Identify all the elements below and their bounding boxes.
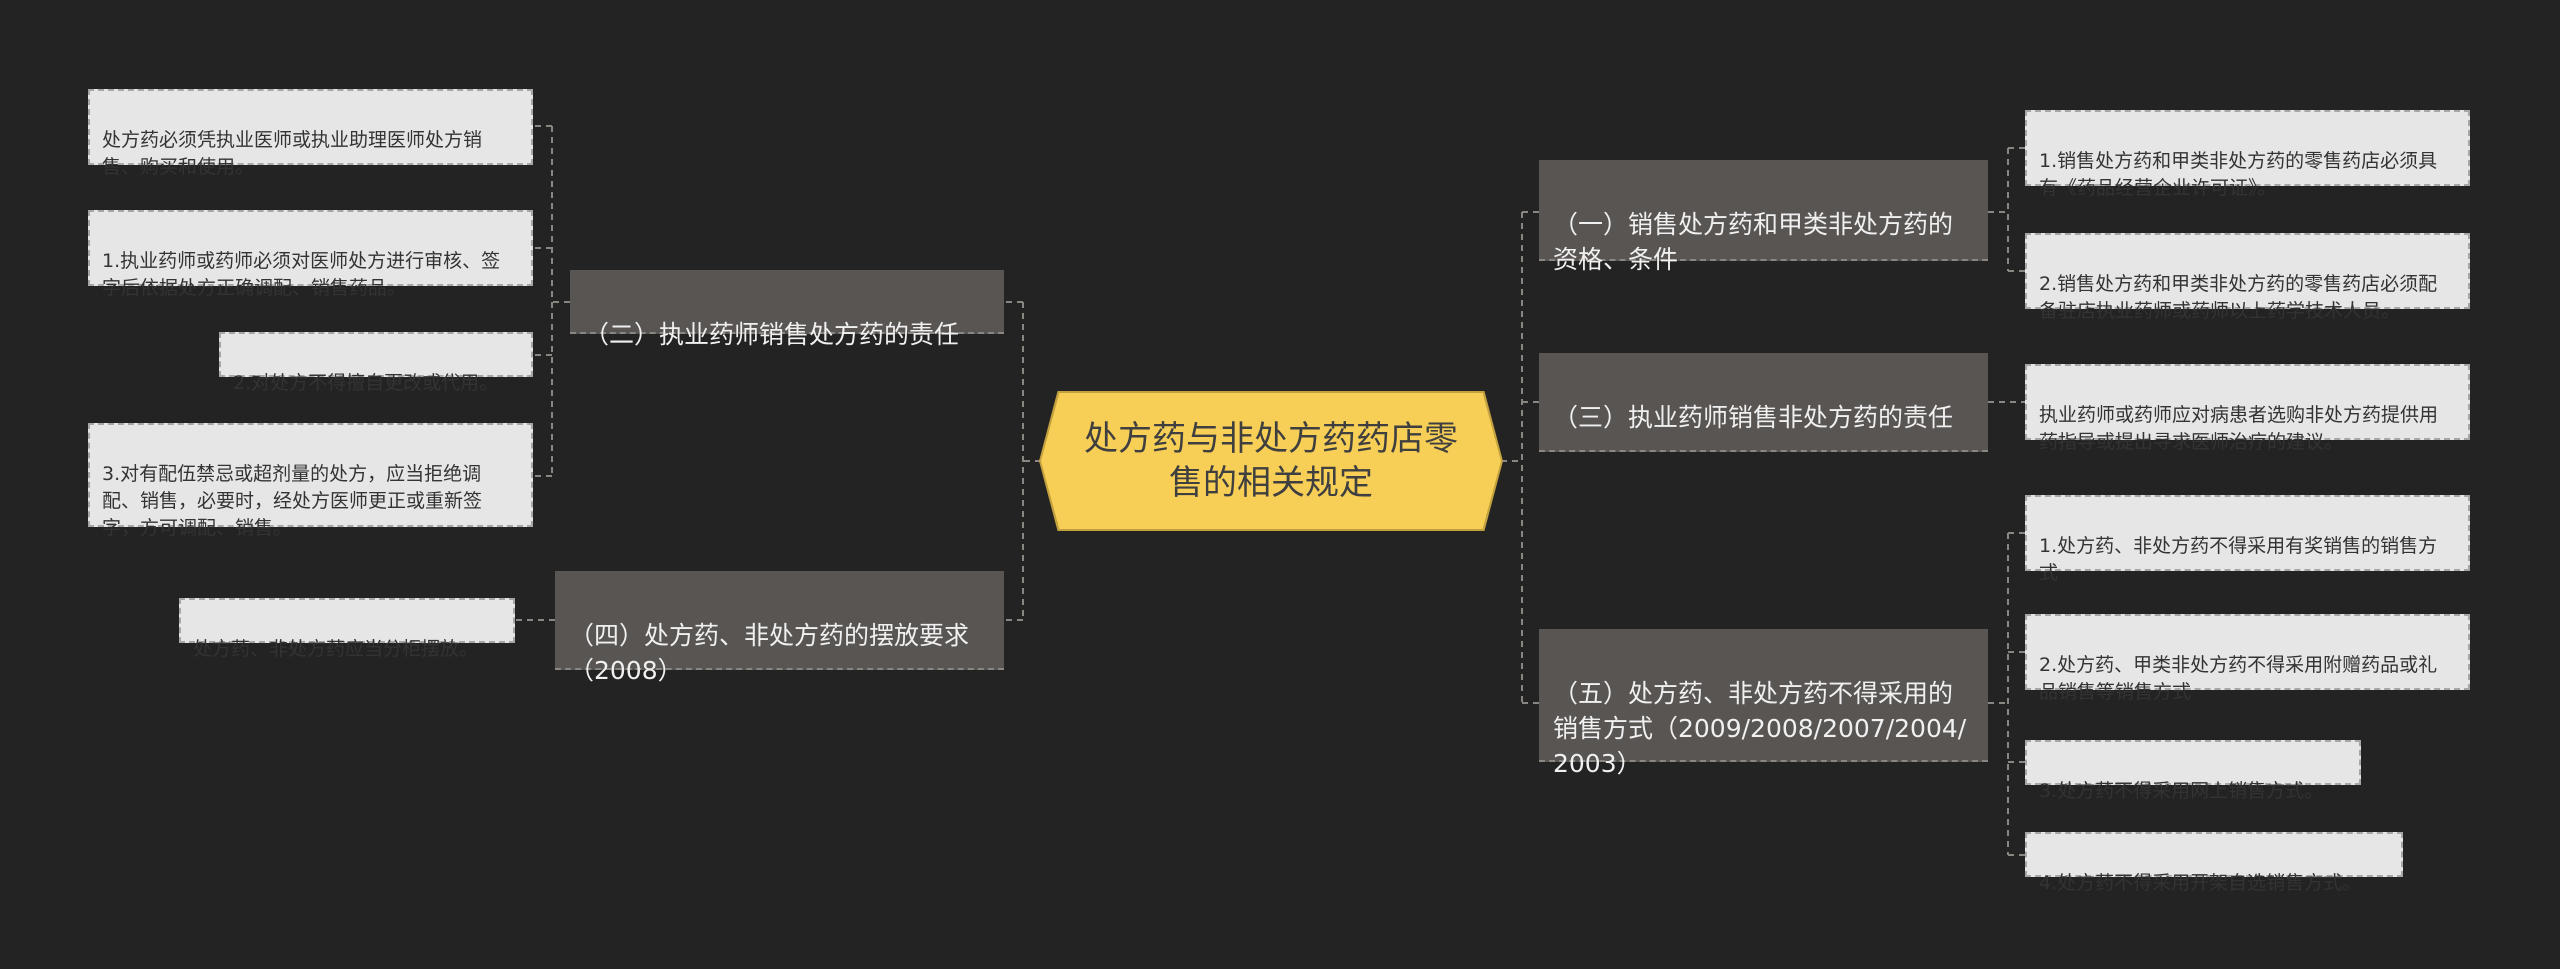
leaf-b4-1[interactable]: 处方药、非处方药应当分柜摆放。 (179, 598, 515, 660)
leaf-b1-1[interactable]: 1.销售处方药和甲类非处方药的零售药店必须具有《药品经营企业许可证》。 (2025, 110, 2470, 199)
branch-b4[interactable]: （四）处方药、非处方药的摆放要求（2008） (555, 571, 1004, 685)
leaf-b5-2-text: 2.处方药、甲类非处方药不得采用附赠药品或礼品销售等销售方式 (2039, 654, 2438, 703)
connector-b5-spine (1988, 533, 2009, 855)
leaf-b4-1-text: 处方药、非处方药应当分柜摆放。 (193, 638, 479, 660)
leaf-b1-2-text: 2.销售处方药和甲类非处方药的零售药店必须配备驻店执业药师或药师以上药学技术人员… (2039, 273, 2438, 322)
branch-b5[interactable]: （五）处方药、非处方药不得采用的销售方式（2009/2008/2007/2004… (1539, 629, 1988, 778)
leaf-b5-4[interactable]: 4.处方药不得采用开架自选销售方式。 (2025, 832, 2403, 894)
leaf-b2-2-text: 1.执业药师或药师必须对医师处方进行审核、签字后依据处方正确调配、销售药品。 (102, 250, 501, 299)
leaf-b5-1-text: 1.处方药、非处方药不得采用有奖销售的销售方式 (2039, 535, 2438, 584)
leaf-b5-3[interactable]: 3.处方药不得采用网上销售方式。 (2025, 740, 2361, 802)
leaf-b2-2[interactable]: 1.执业药师或药师必须对医师处方进行审核、签字后依据处方正确调配、销售药品。 (88, 210, 533, 299)
connector-b1-spine (1988, 148, 2009, 271)
branch-b1[interactable]: （一）销售处方药和甲类非处方药的资格、条件 (1539, 160, 1988, 274)
leaf-b1-2[interactable]: 2.销售处方药和甲类非处方药的零售药店必须配备驻店执业药师或药师以上药学技术人员… (2025, 233, 2470, 322)
leaf-b2-4-text: 3.对有配伍禁忌或超剂量的处方，应当拒绝调配、销售，必要时，经处方医师更正或重新… (102, 463, 483, 539)
leaf-b2-4[interactable]: 3.对有配伍禁忌或超剂量的处方，应当拒绝调配、销售，必要时，经处方医师更正或重新… (88, 423, 533, 539)
leaf-b2-3-text: 2.对处方不得擅自更改或代用。 (233, 372, 499, 394)
branch-b2[interactable]: （二）执业药师销售处方药的责任 (570, 270, 1004, 349)
leaf-b2-3[interactable]: 2.对处方不得擅自更改或代用。 (219, 332, 533, 394)
branch-b3[interactable]: （三）执业药师销售非处方药的责任 (1539, 353, 1988, 452)
leaf-b5-1[interactable]: 1.处方药、非处方药不得采用有奖销售的销售方式 (2025, 495, 2470, 584)
branch-b4-label: （四）处方药、非处方药的摆放要求（2008） (569, 621, 970, 685)
leaf-b5-3-text: 3.处方药不得采用网上销售方式。 (2039, 780, 2324, 802)
leaf-b2-1-text: 处方药必须凭执业医师或执业助理医师处方销售、购买和使用。 (102, 129, 483, 178)
branch-b2-label: （二）执业药师销售处方药的责任 (584, 320, 960, 349)
branch-b3-label: （三）执业药师销售非处方药的责任 (1553, 403, 1954, 432)
leaf-b5-2[interactable]: 2.处方药、甲类非处方药不得采用附赠药品或礼品销售等销售方式 (2025, 614, 2470, 703)
connector-b2-spine (551, 126, 570, 476)
leaf-b3-1[interactable]: 执业药师或药师应对病患者选购非处方药提供用药指导或提出寻求医师治疗的建议。 (2025, 364, 2470, 453)
leaf-b3-1-text: 执业药师或药师应对病患者选购非处方药提供用药指导或提出寻求医师治疗的建议。 (2039, 404, 2439, 453)
leaf-b2-1[interactable]: 处方药必须凭执业医师或执业助理医师处方销售、购买和使用。 (88, 89, 533, 178)
center-node[interactable]: 处方药与非处方药药店零售的相关规定 (1041, 393, 1501, 529)
leaf-b1-1-text: 1.销售处方药和甲类非处方药的零售药店必须具有《药品经营企业许可证》。 (2039, 150, 2438, 199)
leaf-b5-4-text: 4.处方药不得采用开架自选销售方式。 (2039, 872, 2362, 894)
branch-b1-label: （一）销售处方药和甲类非处方药的资格、条件 (1553, 210, 1954, 274)
center-title: 处方药与非处方药药店零售的相关规定 (1084, 419, 1458, 503)
branch-b5-label: （五）处方药、非处方药不得采用的销售方式（2009/2008/2007/2004… (1553, 679, 1967, 778)
